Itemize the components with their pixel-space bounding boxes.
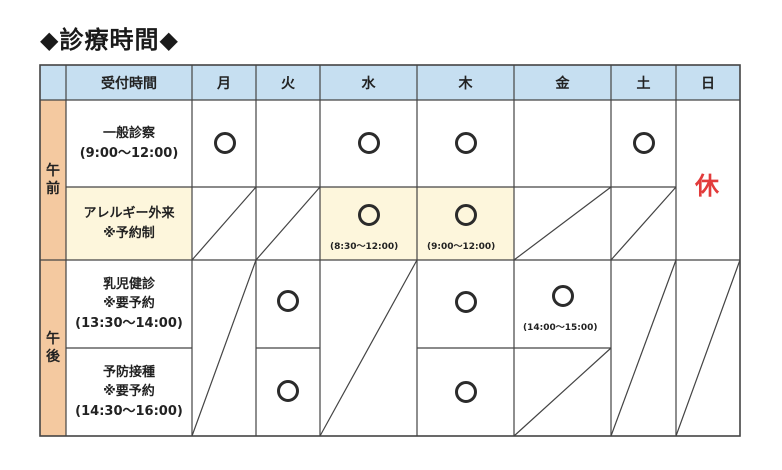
- header-corner: [40, 65, 66, 100]
- time-allergy-thu: (9:00〜12:00): [427, 242, 496, 252]
- header-reception: 受付時間: [66, 65, 192, 100]
- row-name: 乳児健診: [102, 276, 155, 292]
- row-label-allergy: アレルギー外来 ※予約制: [66, 187, 192, 260]
- row-label-vaccination: 予防接種 ※要予約 (14:30〜16:00): [66, 348, 192, 436]
- open-circle-icon: [455, 291, 477, 313]
- time-allergy-wed: (8:30〜12:00): [330, 242, 399, 252]
- header-wed: 水: [320, 65, 417, 100]
- row-label-checkup: 乳児健診 ※要予約 (13:30〜14:00): [66, 260, 192, 348]
- open-circle-icon: [214, 132, 236, 154]
- open-circle-icon: [358, 132, 380, 154]
- page-title: ◆診療時間◆: [40, 26, 179, 54]
- open-circle-icon: [358, 204, 380, 226]
- row-note: (9:00〜12:00): [79, 145, 179, 161]
- header-fri: 金: [514, 65, 611, 100]
- open-circle-icon: [277, 290, 299, 312]
- row-label-general: 一般診察 (9:00〜12:00): [66, 100, 192, 187]
- open-circle-icon: [552, 285, 574, 307]
- header-mon: 月: [192, 65, 256, 100]
- period-morning: 午 前: [40, 100, 66, 260]
- row-note2: (13:30〜14:00): [75, 315, 183, 331]
- header-sun: 日: [676, 65, 740, 100]
- open-circle-icon: [455, 381, 477, 403]
- row-name: 一般診察: [102, 126, 155, 141]
- header-thu: 木: [417, 65, 514, 100]
- open-circle-icon: [633, 132, 655, 154]
- period-afternoon: 午 後: [40, 260, 66, 436]
- row-note: ※要予約: [103, 384, 155, 400]
- open-circle-icon: [277, 380, 299, 402]
- row-name: 予防接種: [102, 364, 155, 380]
- open-circle-icon: [455, 132, 477, 154]
- time-checkup-fri: (14:00〜15:00): [523, 323, 598, 333]
- row-note: ※予約制: [103, 225, 155, 241]
- open-circle-icon: [455, 204, 477, 226]
- row-note: ※要予約: [103, 296, 155, 312]
- header-sat: 土: [611, 65, 676, 100]
- row-name: アレルギー外来: [83, 206, 175, 221]
- closed-label-sunday: 休: [695, 172, 719, 200]
- header-tue: 火: [256, 65, 320, 100]
- row-note2: (14:30〜16:00): [75, 403, 183, 419]
